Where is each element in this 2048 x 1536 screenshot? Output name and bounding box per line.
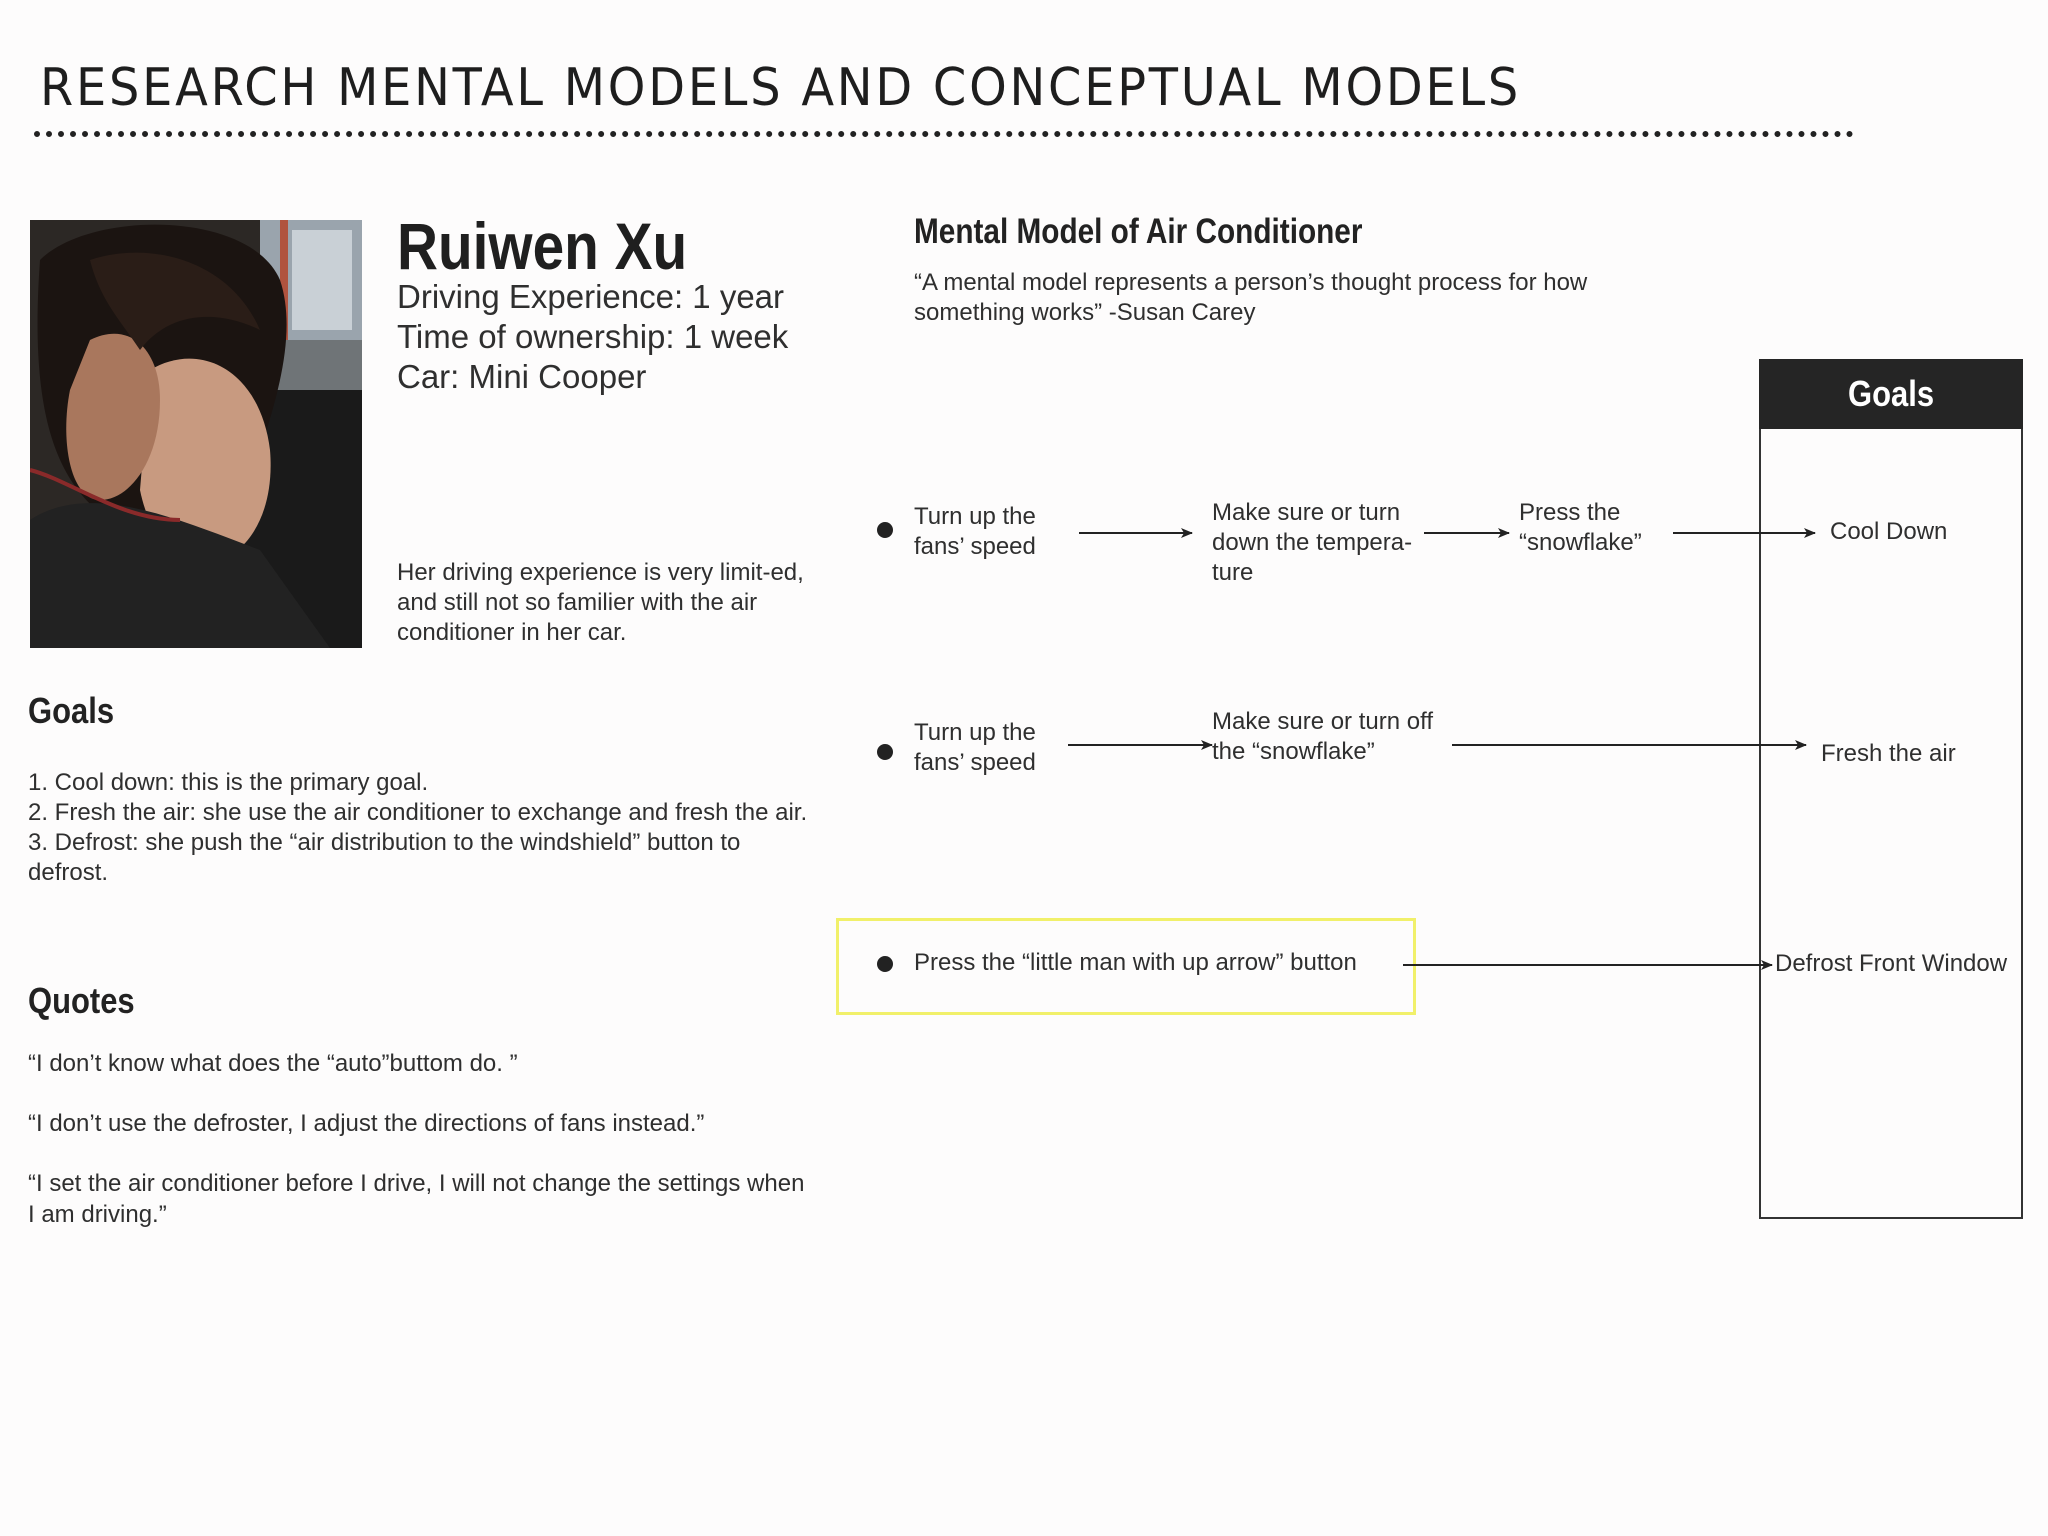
goal-item: 2. Fresh the air: she use the air condit… (28, 799, 808, 826)
persona-ownership-time: Time of ownership: 1 week (397, 318, 789, 355)
row1-step1: Turn up the fans’ speed (914, 503, 1036, 560)
persona-car: Car: Mini Cooper (397, 358, 647, 395)
quote-item: “I set the air conditioner before I driv… (28, 1170, 805, 1228)
row2-bullet (877, 744, 893, 760)
row3-bullet (877, 956, 893, 972)
mental-model-quote: “A mental model represents a person’s th… (914, 269, 1588, 326)
row2-step1: Turn up the fans’ speed (914, 719, 1036, 776)
goal-cool-down: Cool Down (1830, 518, 1948, 545)
persona-photo (30, 220, 362, 648)
row1-bullet (877, 522, 893, 538)
dotted-divider (34, 131, 1854, 137)
persona-bio: Her driving experience is very limit-ed,… (397, 559, 804, 646)
goals-section-title: Goals (28, 690, 115, 731)
highlight-box (836, 918, 1416, 1015)
goal-fresh-air: Fresh the air (1821, 740, 1956, 767)
goal-item: 3. Defrost: she push the “air distributi… (28, 829, 741, 886)
goals-box-header-label: Goals (1847, 373, 1935, 414)
quote-item: “I don’t know what does the “auto”buttom… (28, 1050, 518, 1077)
quotes-section-title: Quotes (28, 980, 135, 1021)
mental-model-title: Mental Model of Air Conditioner (914, 212, 1363, 251)
goals-box-header: Goals (1759, 359, 2023, 429)
persona-driving-experience: Driving Experience: 1 year (397, 278, 785, 315)
row1-step3: Press the “snowflake” (1519, 499, 1642, 556)
goal-item: 1. Cool down: this is the primary goal. (28, 769, 429, 796)
page-heading: RESEARCH MENTAL MODELS AND CONCEPTUAL MO… (40, 58, 1522, 118)
row3-step1: Press the “little man with up arrow” but… (914, 949, 1357, 976)
goal-defrost: Defrost Front Window (1775, 950, 2008, 977)
row1-step2: Make sure or turn down the tempera-ture (1212, 499, 1413, 586)
persona-name: Ruiwen Xu (397, 209, 688, 283)
goals-list: 1. Cool down: this is the primary goal. … (28, 768, 808, 888)
row2-step2: Make sure or turn off the “snowflake” (1212, 708, 1433, 765)
quote-item: “I don’t use the defroster, I adjust the… (28, 1110, 705, 1137)
